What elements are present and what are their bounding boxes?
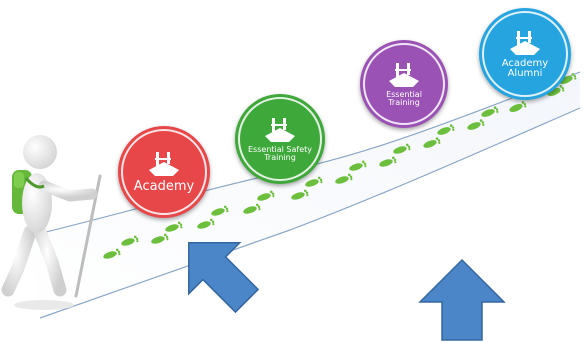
up-arrow-icon	[188, 242, 260, 314]
stick-figure-hiker	[1, 135, 102, 310]
path-edge-bottom	[39, 107, 581, 319]
essential-safety-training-badge: Essential Safety Training	[235, 94, 325, 184]
badge-label: Academy Alumni	[501, 57, 549, 79]
essential-training-badge: Essential Training	[360, 40, 448, 128]
academy-badge: Academy	[118, 126, 210, 218]
badge-label: Academy	[133, 179, 195, 195]
boat-icon	[510, 30, 540, 55]
boat-icon	[265, 117, 295, 142]
badge-label: Essential Safety Training	[248, 144, 312, 162]
badge-label: Essential Training	[386, 89, 422, 107]
boat-icon	[149, 152, 179, 177]
up-arrow-icon	[418, 258, 506, 341]
academy-alumni-badge: Academy Alumni	[479, 8, 571, 100]
boat-icon	[389, 62, 419, 87]
